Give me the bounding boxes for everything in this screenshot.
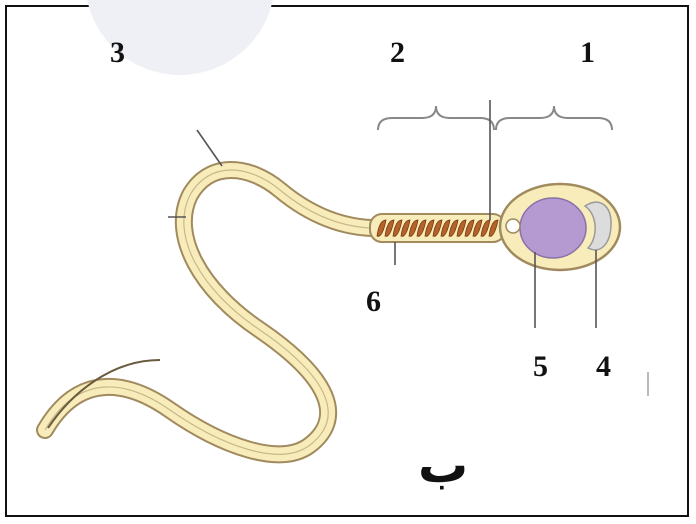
brace-midpiece (378, 106, 494, 130)
region-braces (378, 106, 612, 130)
label-5: 5 (533, 352, 548, 382)
label-1: 1 (580, 38, 595, 68)
label-3: 3 (110, 38, 125, 68)
midpiece (370, 214, 505, 242)
centriole (506, 219, 520, 233)
tail (45, 170, 385, 454)
nucleus (520, 198, 586, 258)
label-2: 2 (390, 38, 405, 68)
label-6: 6 (366, 287, 381, 317)
brace-head (496, 106, 612, 130)
head (500, 184, 620, 270)
label-mask-top (100, 100, 200, 122)
leader-tail-upper (197, 130, 222, 166)
figure-caption: ب (418, 440, 468, 490)
label-4: 4 (596, 352, 611, 382)
